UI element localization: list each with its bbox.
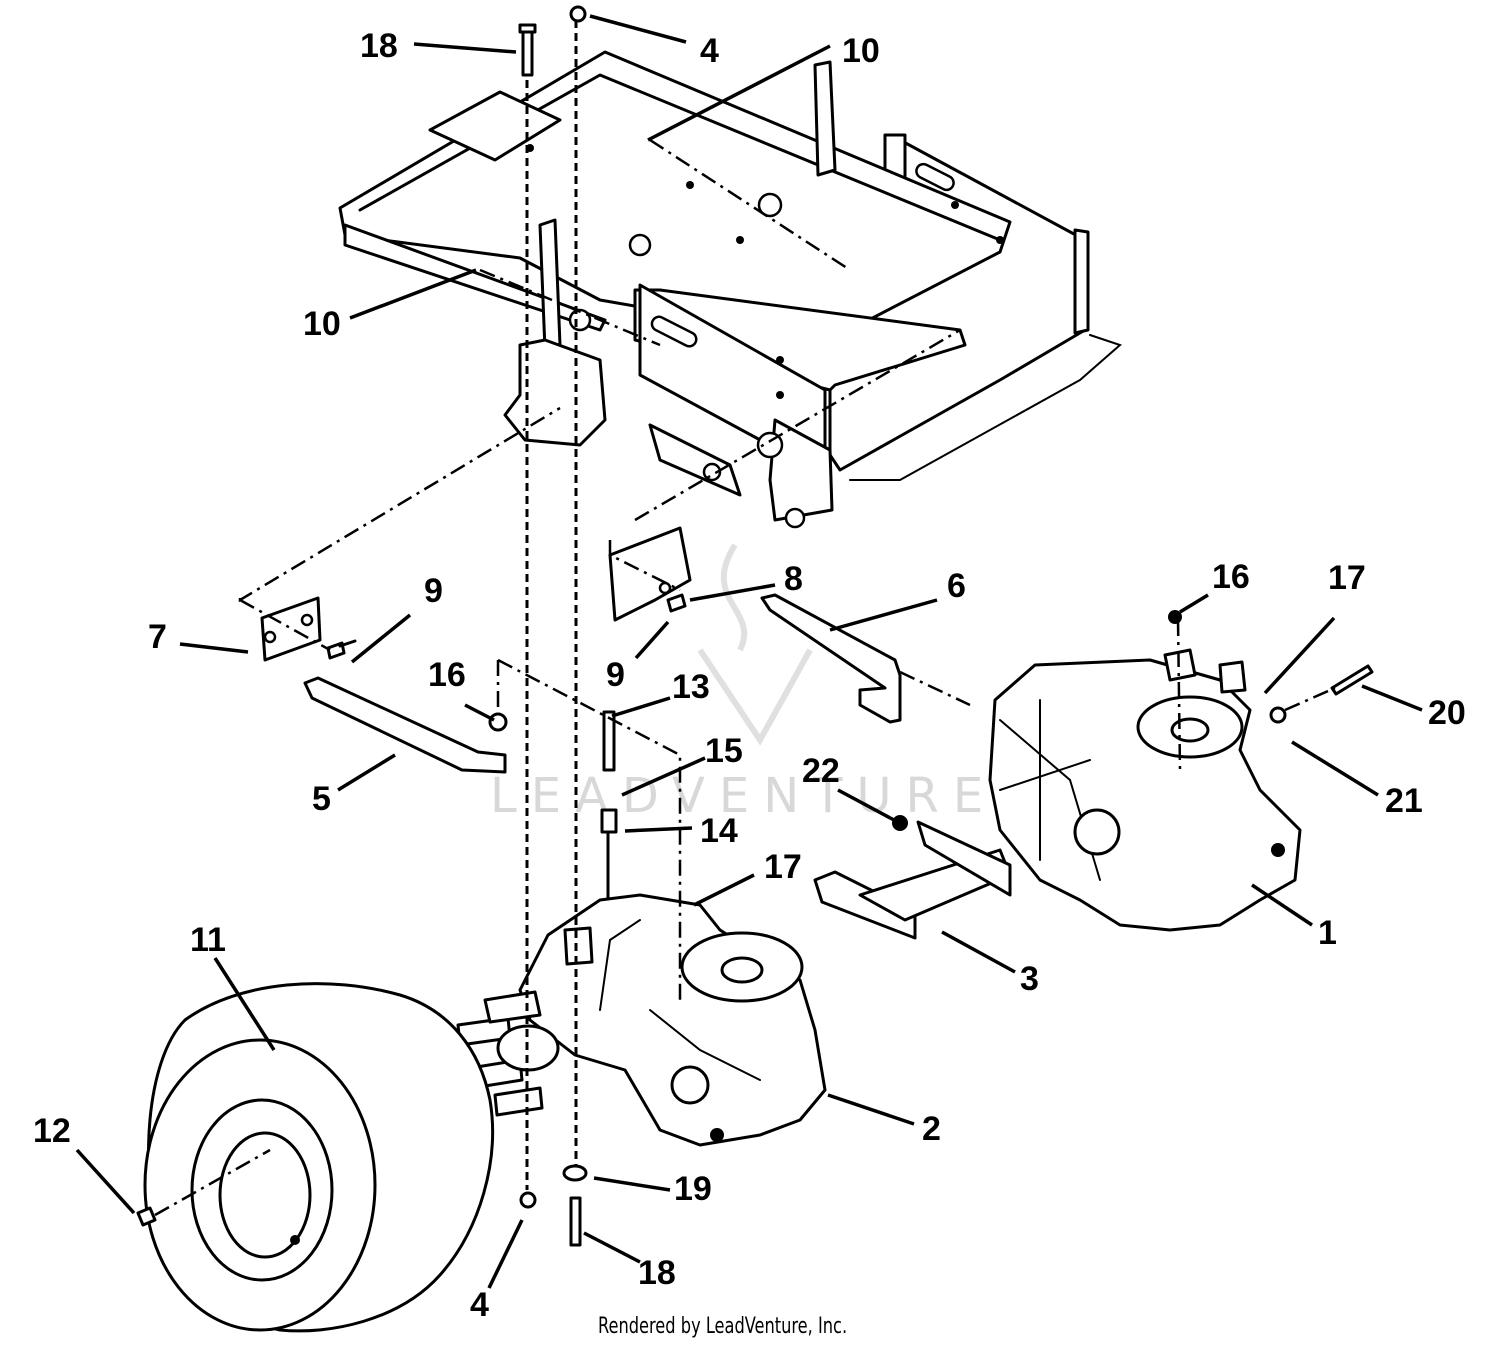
callout-19: 19: [674, 1170, 712, 1208]
callout-11: 11: [190, 921, 226, 959]
nut-4-top: [569, 5, 587, 23]
callout-17-mid: 17: [764, 848, 802, 886]
callout-9-left: 9: [424, 572, 443, 610]
callout-4-top: 4: [700, 32, 719, 70]
control-rod-5: [303, 676, 507, 774]
transmission-1: [988, 610, 1302, 932]
callout-labels: 18 4 10 10 7 9 16 5 8 6 9 13 15 14 16 17…: [33, 27, 1466, 1324]
callout-20: 20: [1428, 694, 1466, 732]
pin-20-21: [1269, 664, 1374, 724]
callout-18-bottom: 18: [638, 1254, 676, 1292]
callout-6: 6: [947, 567, 966, 605]
watermark: LEADVENTURE: [490, 543, 997, 824]
callout-18-top: 18: [360, 27, 398, 65]
plate-7: [260, 596, 322, 662]
leader-lines: [75, 14, 1423, 1289]
callout-3: 3: [1020, 960, 1039, 998]
callout-15: 15: [705, 732, 743, 770]
callout-21: 21: [1385, 782, 1423, 820]
plate-8: [608, 526, 692, 622]
center-lines: [154, 20, 1336, 1217]
callout-10-top: 10: [842, 32, 880, 70]
callout-5: 5: [312, 780, 331, 818]
nut-22: [892, 815, 908, 831]
hardware-16-left: [488, 712, 508, 732]
callout-2: 2: [922, 1110, 941, 1148]
callout-22: 22: [802, 752, 840, 790]
callout-1: 1: [1318, 914, 1337, 952]
bolt-18-top: [518, 23, 537, 77]
callout-10-left: 10: [303, 305, 341, 343]
callout-14: 14: [700, 812, 738, 850]
callout-8: 8: [784, 560, 803, 598]
callout-13: 13: [672, 668, 710, 706]
nut-19: [562, 1164, 588, 1182]
frame-assembly: [338, 50, 1122, 529]
watermark-text: LEADVENTURE: [490, 768, 997, 824]
control-rod-6: [760, 593, 902, 724]
callout-16-left: 16: [428, 656, 466, 694]
bolt-9-left: [326, 639, 357, 660]
nut-4-bottom: [519, 1191, 537, 1209]
spacer-13-15-14: [600, 710, 618, 910]
bolt-18-bottom: [569, 1196, 582, 1247]
callout-12: 12: [33, 1112, 71, 1150]
transmission-2: [518, 893, 827, 1147]
axle-bracket-3: [813, 820, 1012, 940]
callout-16-right: 16: [1212, 558, 1250, 596]
callout-4-bottom: 4: [470, 1286, 489, 1324]
callout-7: 7: [148, 618, 167, 656]
hardware-12: [136, 1206, 157, 1227]
callout-9-mid: 9: [606, 656, 625, 694]
callout-17-right: 17: [1328, 559, 1366, 597]
footer-credit: Rendered by LeadVenture, Inc.: [598, 1314, 848, 1339]
wheel-11: [143, 982, 494, 1333]
bolt-9-mid: [666, 593, 687, 613]
